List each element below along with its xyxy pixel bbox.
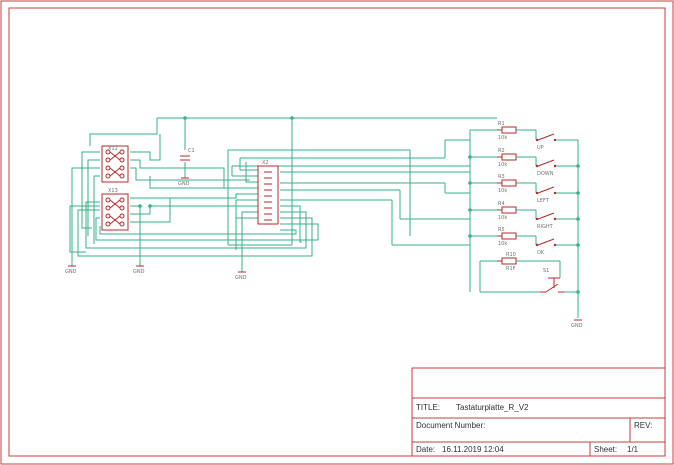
svg-text:DOWN: DOWN — [537, 171, 554, 177]
svg-text:R4: R4 — [498, 201, 505, 207]
title-block: TITLE: Tastaturplatte_R_V2 Document Numb… — [411, 367, 666, 457]
x12-label: X12 — [108, 146, 118, 152]
gnd-switches: GND — [571, 319, 583, 329]
gnd-c1: GND — [178, 177, 190, 187]
svg-text:LEFT: LEFT — [537, 198, 550, 204]
date-value: 16.11.2019 12:04 — [442, 445, 504, 454]
x2-label: X2 — [262, 160, 269, 166]
resistor-r10[interactable]: R10 R1F — [497, 252, 517, 272]
svg-text:R1F: R1F — [506, 266, 516, 272]
connector-x2[interactable]: X2 — [257, 160, 279, 225]
svg-text:RIGHT: RIGHT — [537, 224, 554, 230]
gnd-symbols: GND GND GND GND GND — [65, 177, 583, 329]
svg-text:R5: R5 — [498, 227, 505, 233]
svg-text:R1: R1 — [498, 121, 505, 127]
svg-text:10k: 10k — [498, 241, 507, 247]
svg-text:UP: UP — [537, 145, 544, 151]
resistor-r3[interactable]: R3 10k — [497, 174, 517, 194]
svg-text:10k: 10k — [498, 135, 507, 141]
inner-frame — [8, 7, 666, 457]
svg-text:GND: GND — [235, 275, 247, 281]
capacitor-c1[interactable]: C1 — [180, 148, 195, 161]
rev-label: REV: — [634, 421, 652, 430]
title-label: TITLE: — [416, 403, 440, 412]
svg-text:OK: OK — [537, 250, 545, 256]
resistor-r5[interactable]: R5 10k — [497, 227, 517, 247]
svg-text:GND: GND — [178, 181, 190, 187]
date-label: Date: — [416, 445, 435, 454]
switch-up[interactable]: UP — [535, 133, 557, 151]
svg-text:GND: GND — [133, 269, 145, 275]
c1-label: C1 — [188, 148, 195, 154]
svg-text:R3: R3 — [498, 174, 505, 180]
wires — [69, 117, 579, 318]
connector-x12[interactable]: X12 — [101, 145, 129, 183]
title-value: Tastaturplatte_R_V2 — [456, 403, 529, 412]
svg-text:10k: 10k — [498, 215, 507, 221]
gnd-x2: GND — [235, 271, 247, 281]
svg-text:GND: GND — [571, 323, 583, 329]
svg-text:R2: R2 — [498, 148, 505, 154]
svg-text:GND: GND — [65, 269, 77, 275]
docnum-label: Document Number: — [416, 421, 485, 430]
switch-s1[interactable]: S1 — [540, 268, 564, 293]
switch-ok[interactable]: OK — [535, 238, 557, 256]
svg-text:10k: 10k — [498, 188, 507, 194]
svg-text:R10: R10 — [506, 252, 516, 258]
junctions — [138, 116, 580, 294]
gnd-x13: GND — [133, 265, 145, 275]
svg-text:10k: 10k — [498, 162, 507, 168]
switch-down[interactable]: DOWN — [535, 159, 557, 177]
switch-right[interactable]: RIGHT — [535, 212, 557, 230]
connector-x13[interactable]: X13 — [101, 188, 129, 231]
gnd-x12: GND — [65, 265, 77, 275]
switch-left[interactable]: LEFT — [535, 186, 557, 204]
x13-label: X13 — [108, 188, 118, 194]
resistor-r4[interactable]: R4 10k — [497, 201, 517, 221]
svg-text:S1: S1 — [543, 268, 549, 274]
sheet-label: Sheet: — [594, 445, 617, 454]
sheet-value: 1/1 — [627, 445, 639, 454]
resistor-r1[interactable]: R1 10k — [497, 121, 517, 141]
resistor-r2[interactable]: R2 10k — [497, 148, 517, 168]
